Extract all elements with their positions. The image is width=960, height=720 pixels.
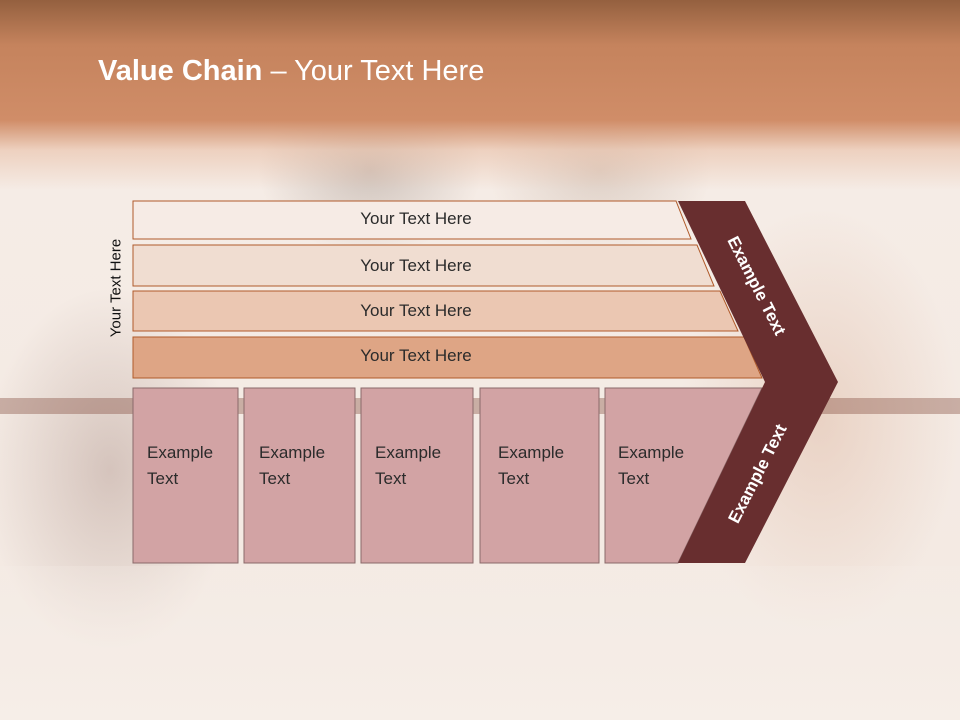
activity-box-3-line2: Text — [375, 469, 407, 488]
bar-3 — [132, 290, 739, 332]
bar-4 — [132, 336, 763, 379]
activity-box-2 — [243, 387, 356, 564]
activity-box-3-label: Example Text — [375, 440, 465, 492]
activity-box-4-line2: Text — [498, 469, 530, 488]
bar-3-label: Your Text Here — [360, 301, 472, 320]
activity-box-3 — [360, 387, 474, 564]
activity-box-1-line2: Text — [147, 469, 179, 488]
activity-box-1 — [132, 387, 239, 564]
activity-box-2-label: Example Text — [259, 440, 349, 492]
activity-box-2-line1: Example — [259, 443, 326, 462]
activity-box-5-line1: Example — [618, 443, 685, 462]
activity-box-5-label: Example Text — [618, 440, 708, 492]
bar-2-label: Your Text Here — [360, 256, 472, 275]
activity-box-3-line1: Example — [375, 443, 442, 462]
activity-box-4 — [479, 387, 600, 564]
bar-1-label: Your Text Here — [360, 209, 472, 228]
bar-4-label: Your Text Here — [360, 346, 472, 365]
bar-1 — [132, 200, 692, 240]
activity-box-2-line2: Text — [259, 469, 291, 488]
header-band — [0, 0, 960, 190]
margin-chevron — [678, 201, 838, 563]
slide-title: Value Chain – Your Text Here — [98, 55, 484, 88]
activity-box-4-label: Example Text — [498, 440, 588, 492]
reflection-fade — [0, 566, 960, 720]
title-bold: Value Chain — [98, 55, 263, 87]
activity-box-4-line1: Example — [498, 443, 565, 462]
bar-2 — [132, 244, 715, 287]
title-rest: – Your Text Here — [262, 55, 485, 87]
activity-box-1-line1: Example — [147, 443, 214, 462]
activity-box-1-label: Example Text — [147, 440, 237, 492]
activity-box-5-line2: Text — [618, 469, 650, 488]
